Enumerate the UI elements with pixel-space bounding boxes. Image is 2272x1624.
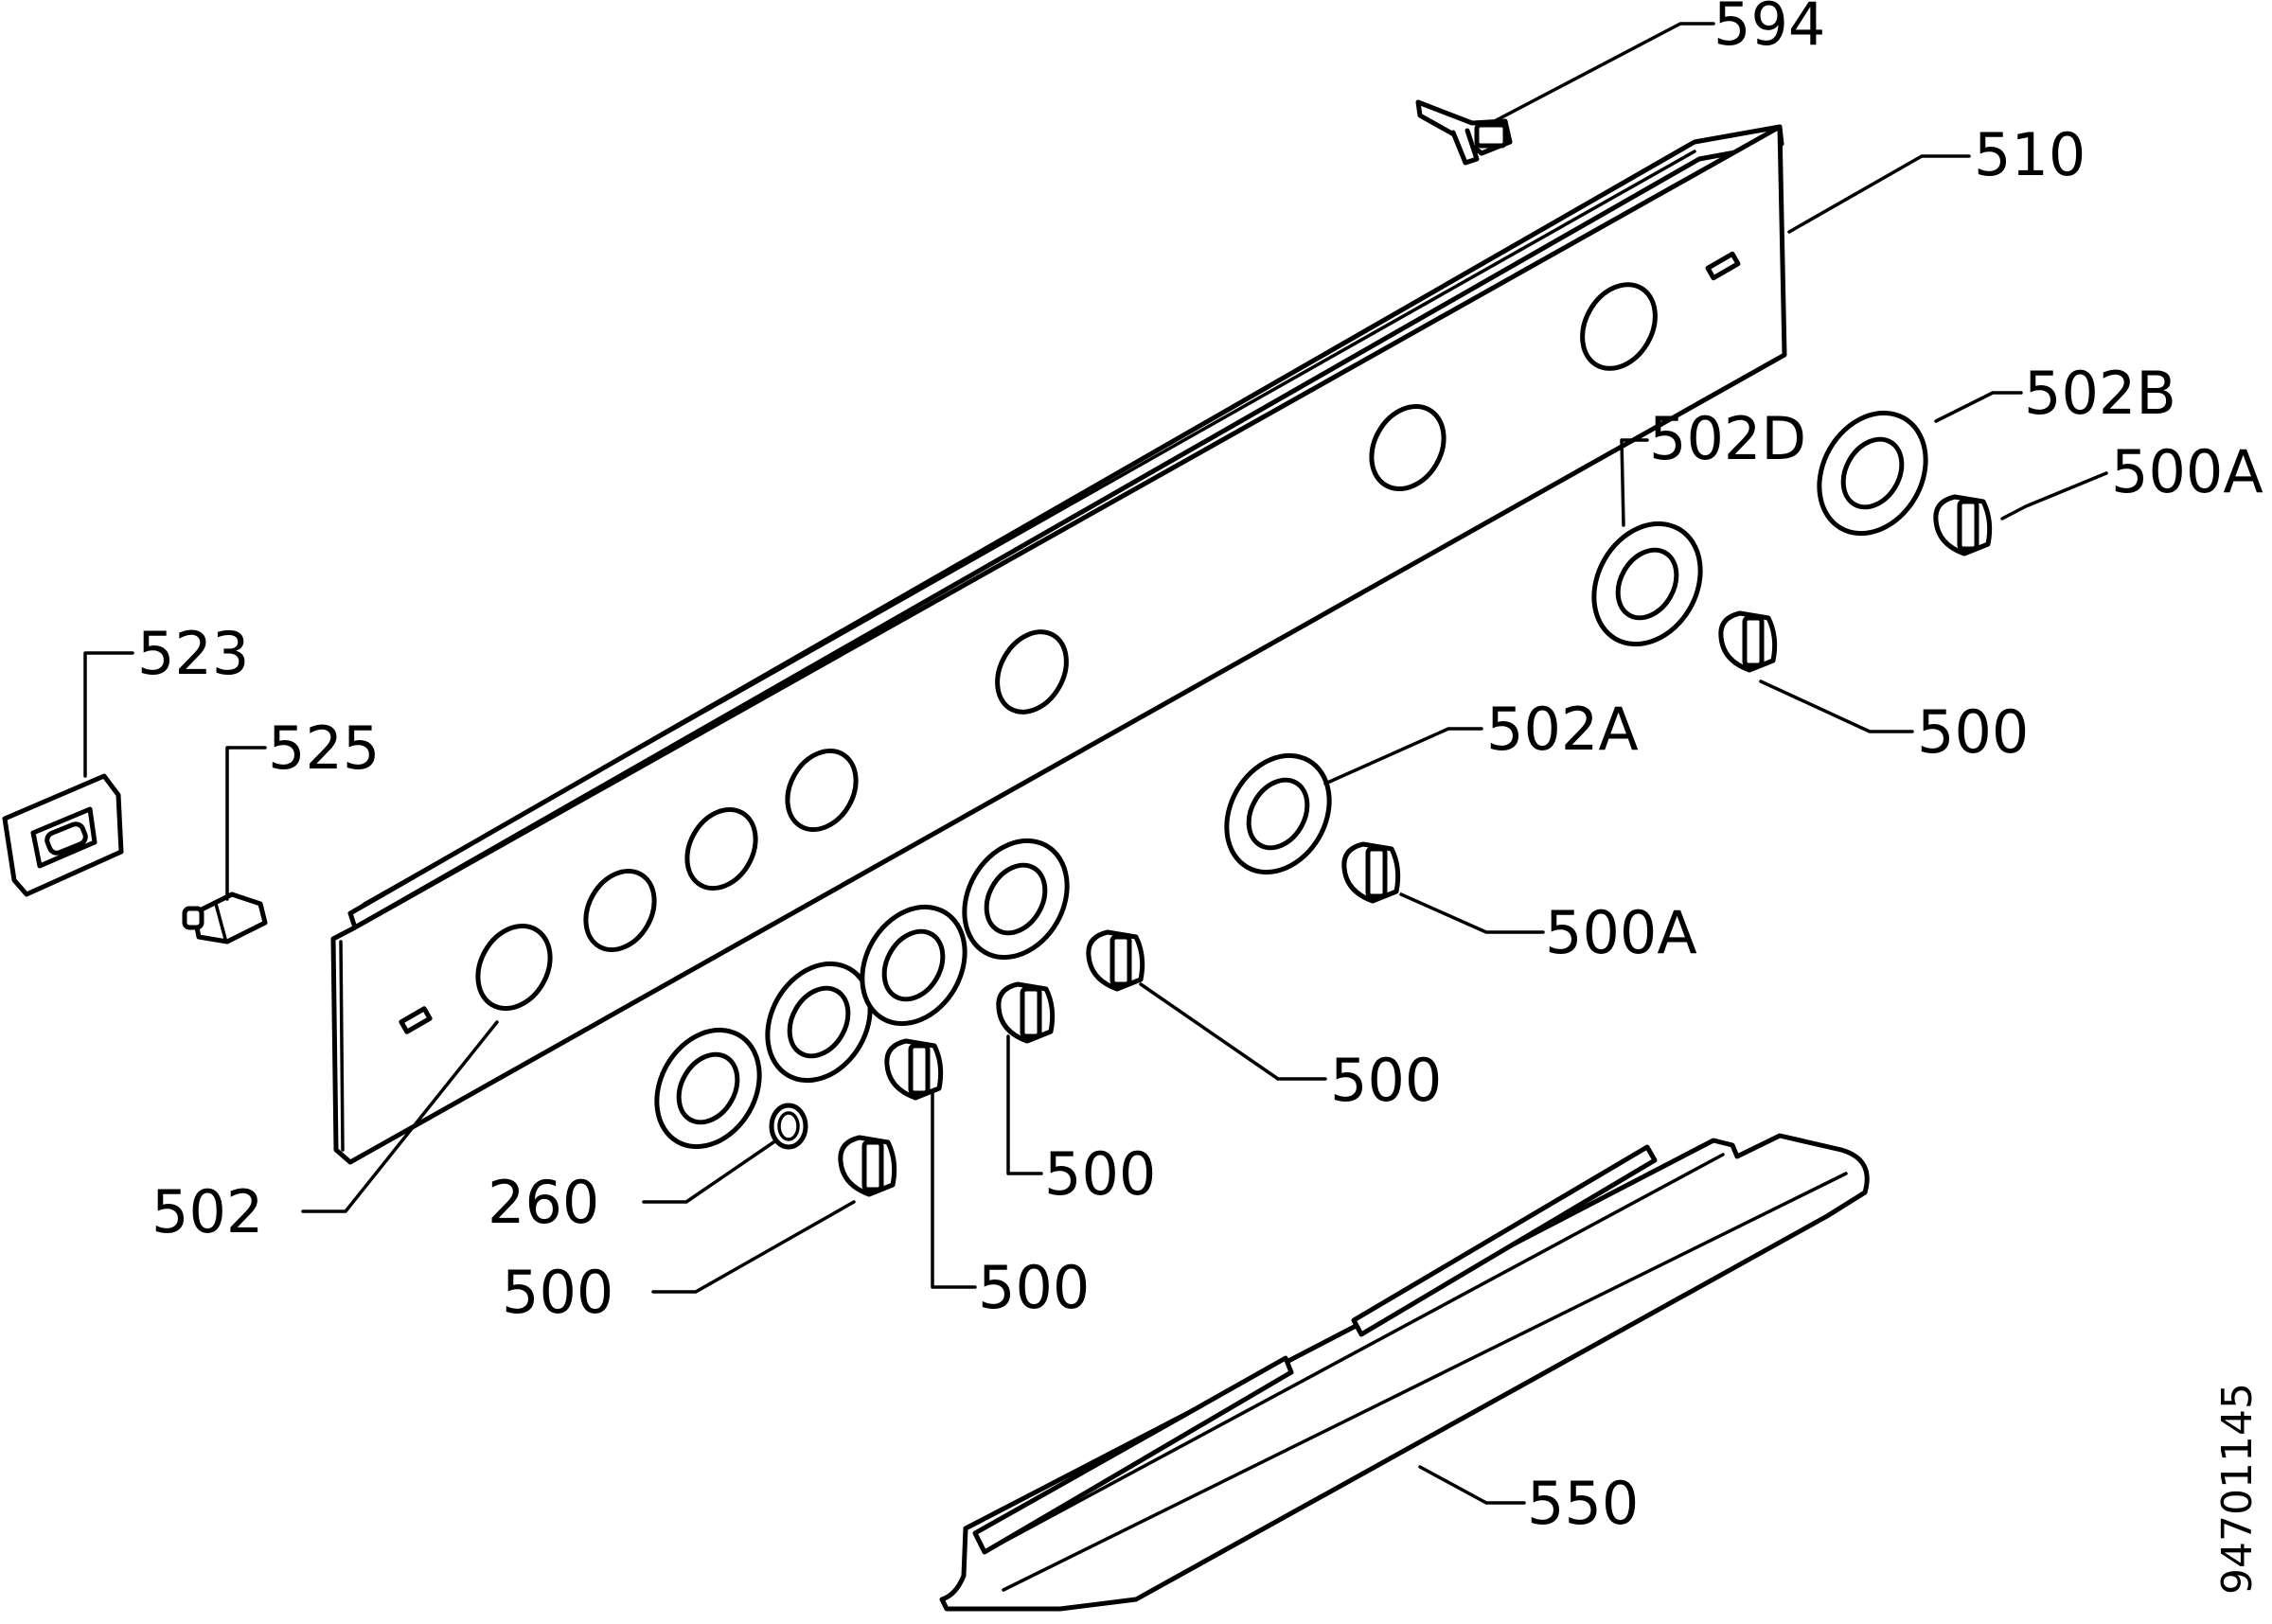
control-panel-510 — [330, 124, 1787, 1165]
label-500-c: 500 — [978, 1253, 1090, 1322]
label-550: 550 — [1527, 1469, 1639, 1538]
switch-525 — [182, 891, 268, 944]
spring-260 — [769, 1103, 808, 1150]
leader-lines — [83, 22, 2108, 1505]
label-502b: 502B — [2024, 359, 2176, 428]
label-500-b: 500 — [1044, 1139, 1156, 1209]
knobs-500 — [838, 494, 1993, 1197]
drawing-number: 94701145 — [2213, 1383, 2262, 1595]
trim-strip-550 — [939, 1133, 1870, 1612]
indicator-frame-523 — [2, 773, 124, 897]
label-523: 523 — [137, 619, 249, 688]
label-500-d: 500 — [502, 1258, 613, 1327]
label-500-right: 500 — [1917, 697, 2029, 767]
bezel-ring-502a — [1224, 752, 1332, 875]
label-260: 260 — [488, 1168, 599, 1237]
label-525: 525 — [268, 714, 380, 783]
bezel-rings-502 — [654, 838, 1070, 1150]
label-500a-top: 500A — [2111, 437, 2263, 506]
label-502d: 502D — [1649, 404, 1806, 473]
label-502a: 502A — [1486, 695, 1639, 764]
clip-594 — [1415, 99, 1513, 166]
label-594: 594 — [1713, 0, 1825, 59]
label-500a-mid: 500A — [1545, 898, 1697, 967]
label-510: 510 — [1974, 120, 2086, 189]
label-500-a: 500 — [1330, 1046, 1442, 1115]
part-labels: 594 510 502B 500A 502D 523 525 500 502A … — [137, 0, 2263, 1538]
label-502: 502 — [151, 1177, 263, 1246]
bezel-ring-502b — [1817, 410, 1928, 537]
bezel-ring-502d — [1591, 521, 1703, 647]
